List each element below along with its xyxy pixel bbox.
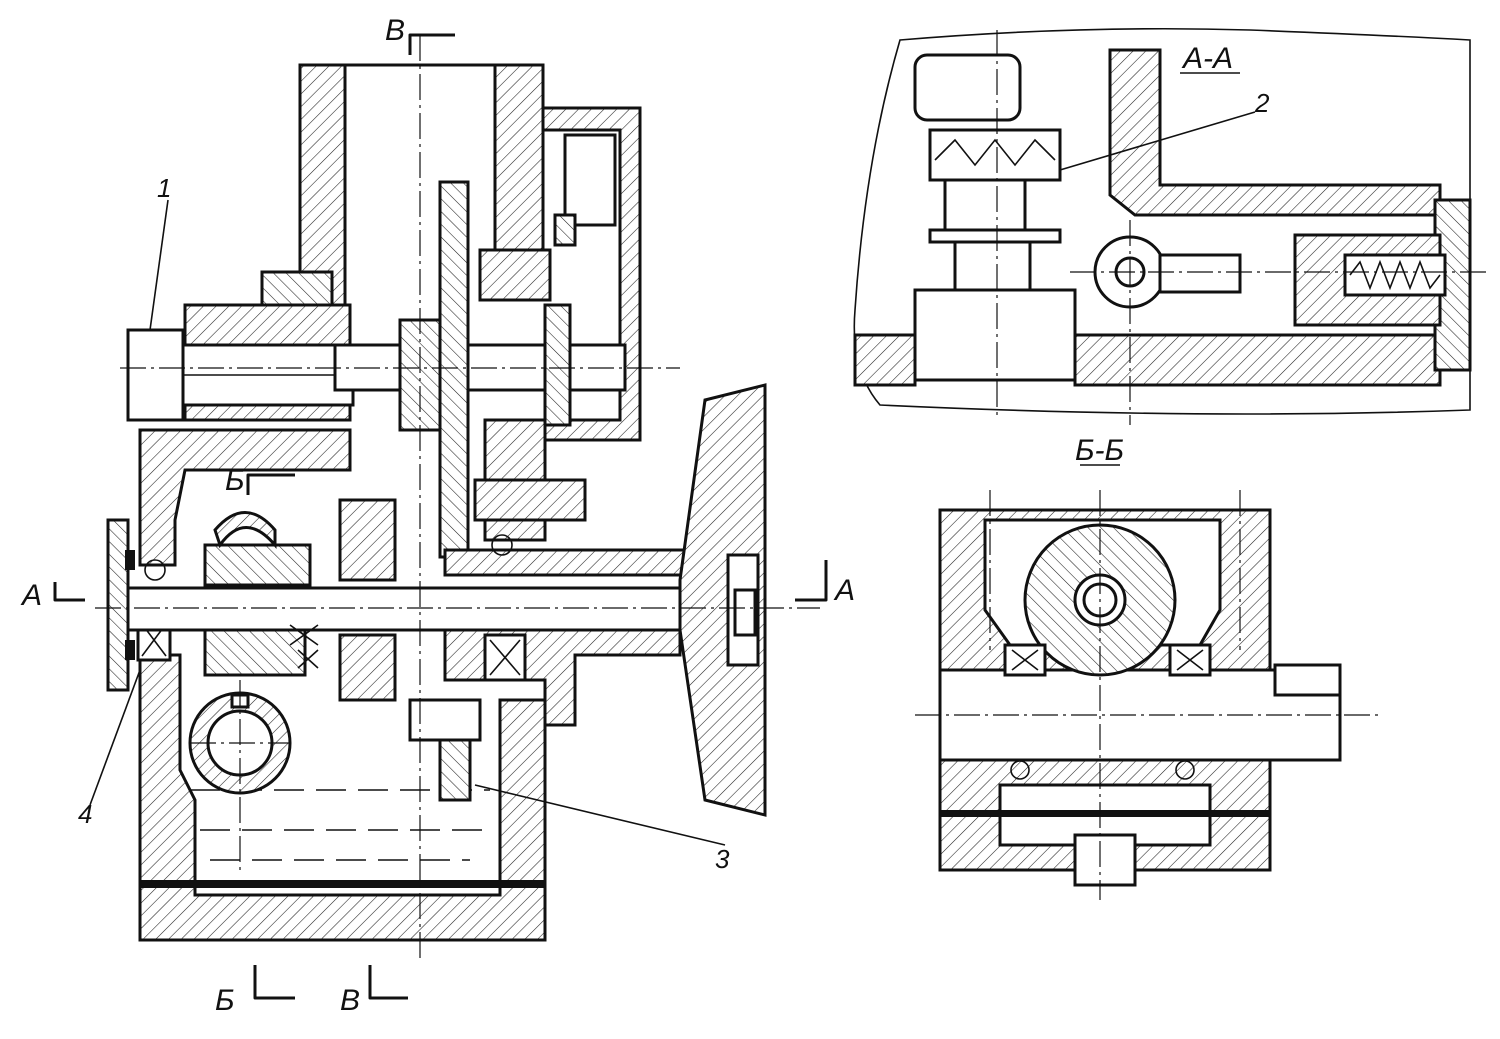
- cut-marker-b-top: Б: [225, 464, 245, 497]
- callout-1: 1: [157, 173, 171, 203]
- cut-marker-v-bottom: В: [340, 984, 360, 1017]
- section-b-b-title: Б-Б: [1075, 434, 1124, 467]
- section-a-a-title: А-А: [1181, 42, 1233, 75]
- main-section-view: [53, 33, 828, 1000]
- cut-marker-v-top: В: [385, 14, 405, 47]
- callout-2: 2: [1254, 88, 1270, 118]
- cut-marker-a-right: А: [833, 574, 855, 607]
- cut-marker-b-bottom: Б: [215, 984, 235, 1017]
- section-b-b-view: [915, 464, 1380, 900]
- callout-3: 3: [715, 844, 730, 874]
- callout-4: 4: [78, 799, 92, 829]
- section-a-a-view: [853, 27, 1490, 425]
- cut-marker-a-left: А: [20, 579, 42, 612]
